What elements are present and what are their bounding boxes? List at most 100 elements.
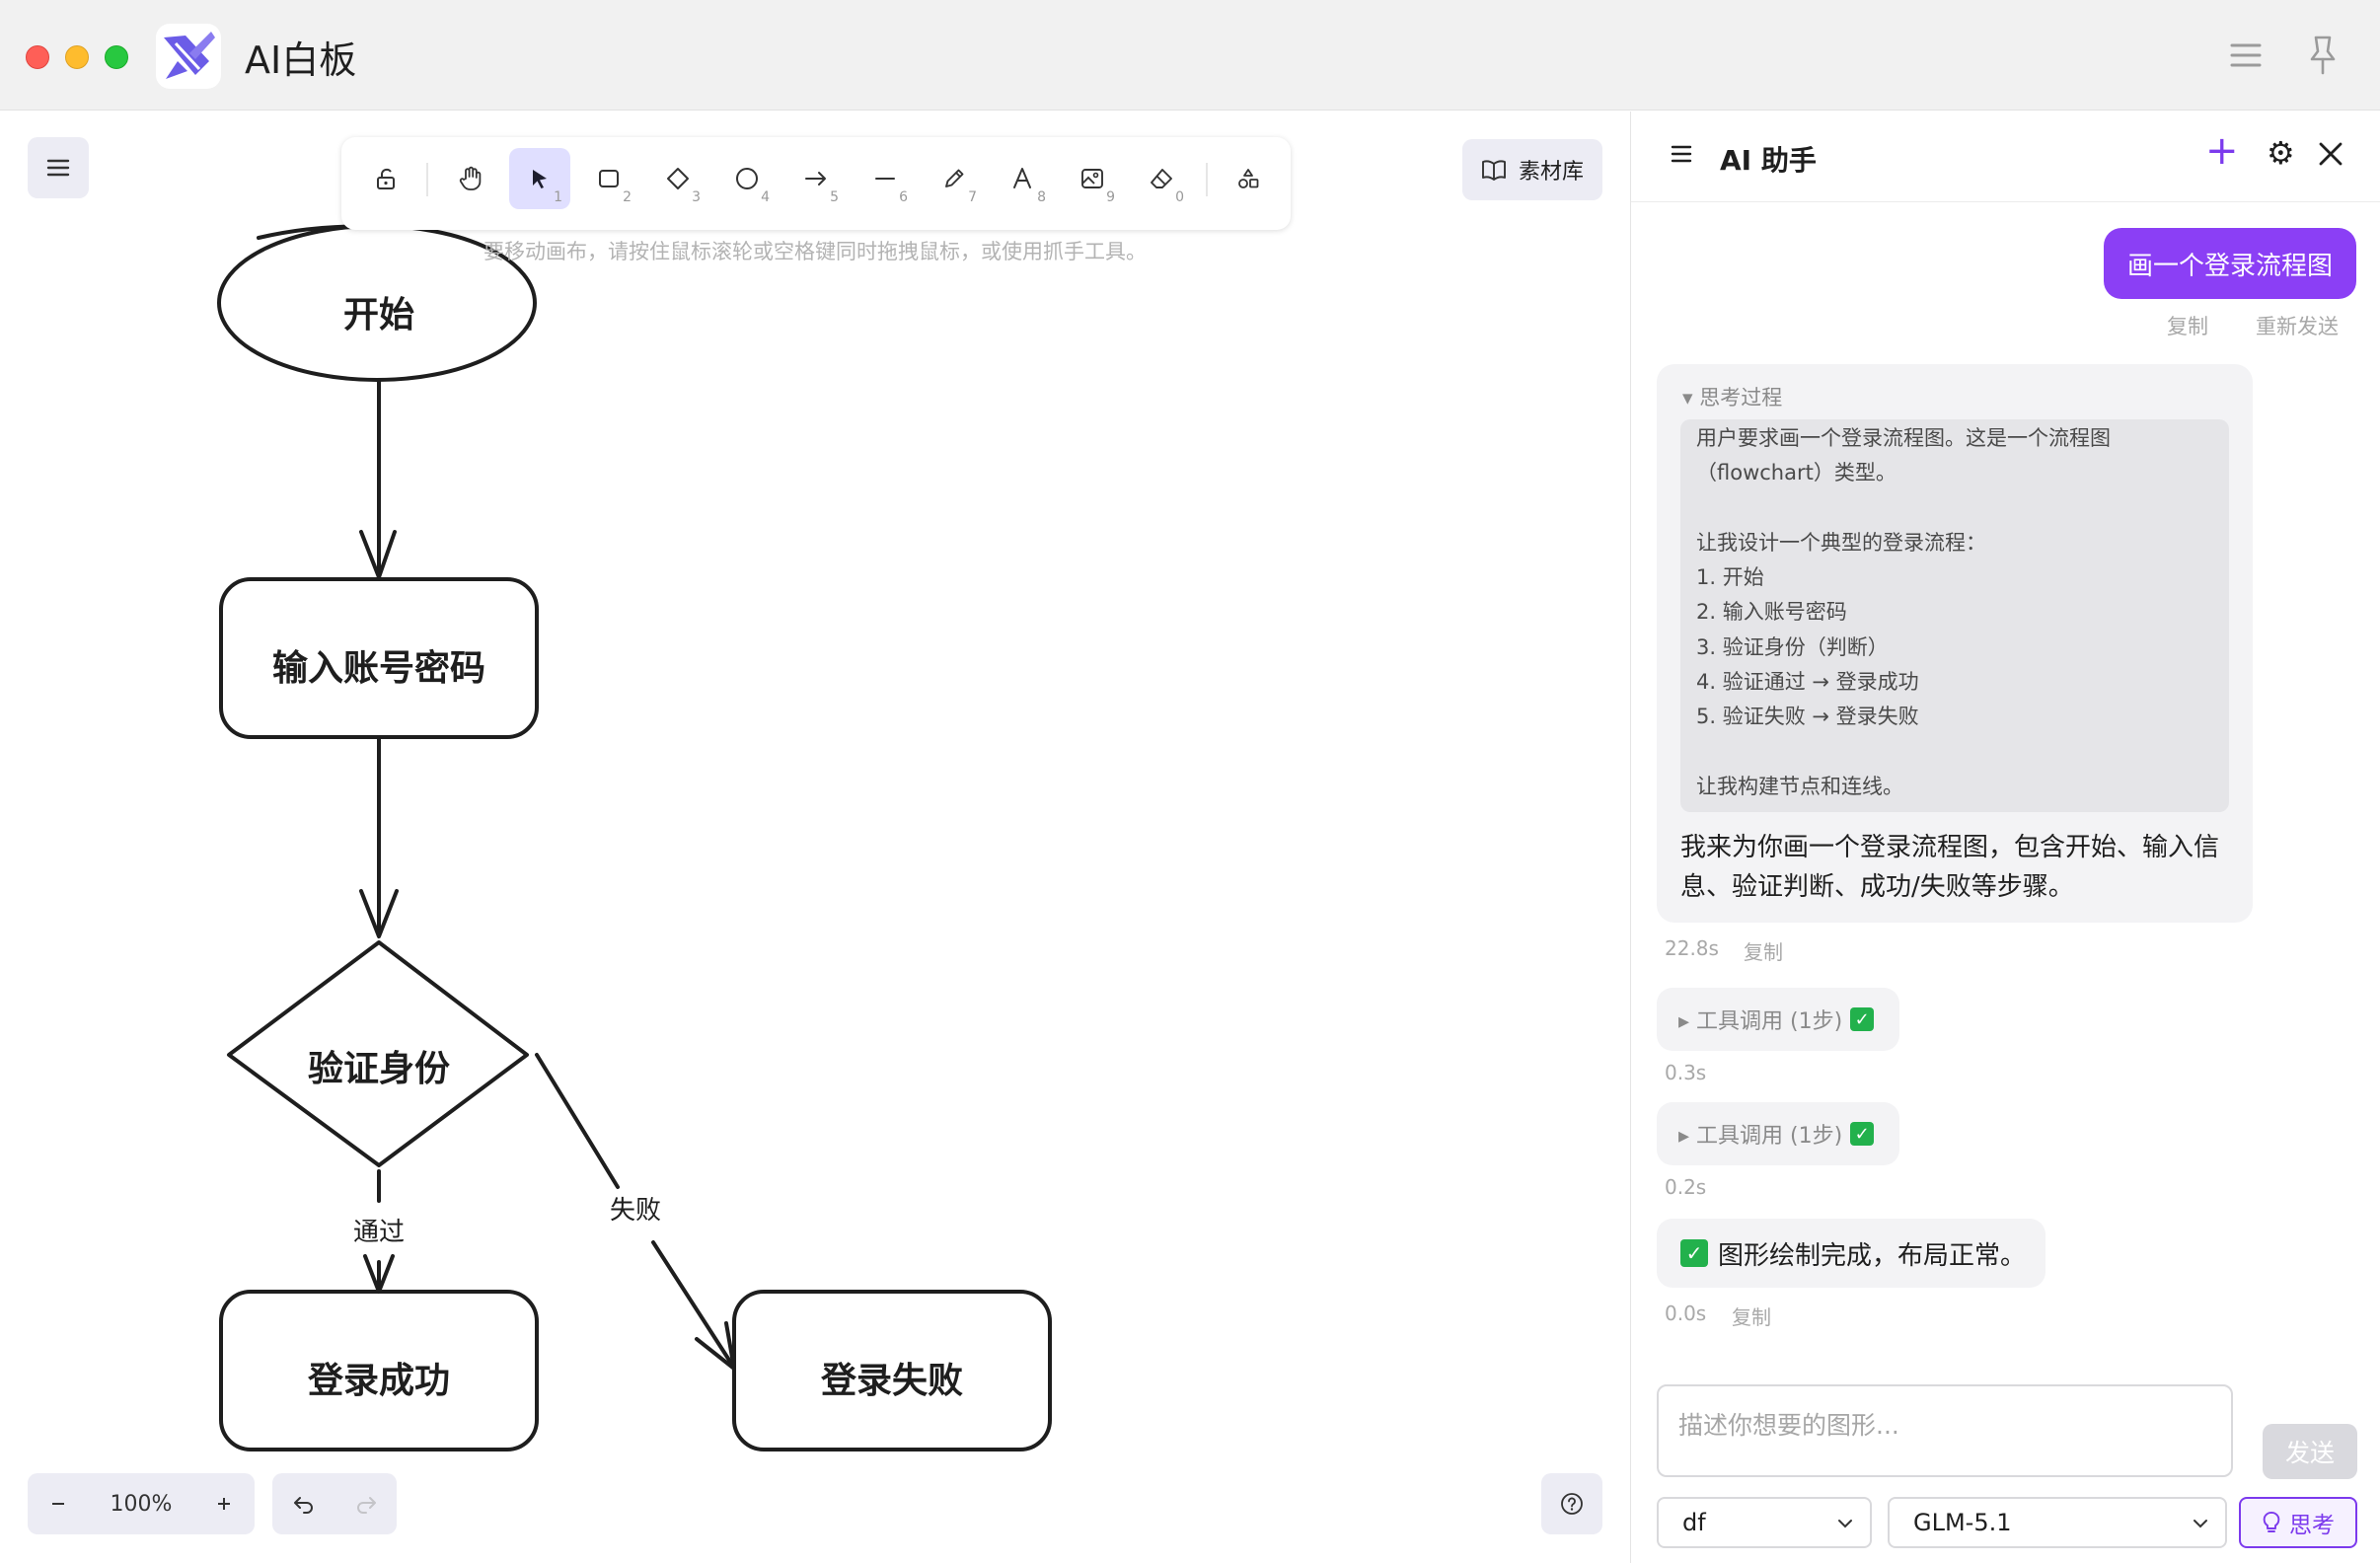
pencil-icon [945, 169, 964, 187]
pin-icon[interactable] [2303, 34, 2343, 77]
panel-title: AI 助手 [1720, 144, 1817, 177]
panel-menu-icon[interactable] [1671, 144, 1692, 168]
text-tool-button[interactable]: 8 [993, 148, 1054, 209]
maximize-window-button[interactable] [105, 45, 128, 69]
diamond-tool-button[interactable]: 3 [647, 148, 708, 209]
thinking-line: 3. 验证身份（判断） [1696, 634, 1889, 659]
chevron-down-icon [2194, 1520, 2207, 1528]
help-button[interactable] [1541, 1473, 1602, 1534]
zoom-out-button[interactable] [28, 1473, 89, 1534]
thinking-line: 5. 验证失败 → 登录失败 [1696, 705, 1919, 729]
arrow-tool-button[interactable]: 5 [785, 148, 847, 209]
selection-tool-button[interactable]: 1 [509, 148, 570, 209]
window-title: AI白板 [245, 38, 357, 82]
hand-tool-button[interactable] [440, 148, 501, 209]
image-tool-button[interactable]: 9 [1062, 148, 1123, 209]
ellipse-icon [736, 168, 758, 189]
whiteboard-canvas[interactable]: 开始 输入账号密码 验证身份 登录成功 登录失败 通过 失败 [0, 112, 1630, 1563]
provider-value: df [1682, 1509, 1706, 1536]
rectangle-tool-button[interactable]: 2 [578, 148, 639, 209]
arrow-icon [805, 172, 826, 186]
tool-call-2-duration: 0.2s [1665, 1175, 1707, 1199]
image-icon [1081, 169, 1103, 188]
node-input-label: 输入账号密码 [272, 647, 485, 689]
redo-button[interactable] [335, 1473, 397, 1534]
model-select[interactable]: GLM-5.1 [1888, 1497, 2227, 1548]
draw-tool-button[interactable]: 7 [924, 148, 985, 209]
library-button[interactable]: 素材库 [1462, 139, 1602, 200]
resend-button[interactable]: 重新发送 [2256, 315, 2339, 338]
ai-assistant-panel: AI 助手 + ⚙ 画一个登录流程图 复制 重新发送 ▾ 思考过程 用户要求画一… [1630, 112, 2380, 1563]
canvas-menu-button[interactable] [28, 137, 89, 198]
thinking-line: （flowchart）类型。 [1696, 461, 1897, 485]
rectangle-icon [599, 170, 619, 187]
tool-call-2-label: ▸ 工具调用 (1步) [1678, 1124, 1843, 1149]
tool-call-2[interactable]: ▸ 工具调用 (1步) ✓ [1657, 1102, 1899, 1165]
shapes-icon [1238, 169, 1259, 188]
hand-icon [459, 166, 482, 190]
check-icon: ✓ [1850, 1122, 1875, 1146]
minimize-window-button[interactable] [65, 45, 89, 69]
ellipse-tool-button[interactable]: 4 [716, 148, 778, 209]
prompt-input[interactable]: 描述你想要的图形... [1657, 1384, 2233, 1477]
think-label: 思考 [2289, 1513, 2335, 1538]
pointer-icon [533, 170, 547, 188]
lock-tool-button[interactable] [355, 148, 416, 209]
model-value: GLM-5.1 [1913, 1509, 2012, 1536]
provider-select[interactable]: df [1657, 1497, 1872, 1548]
thinking-line: 4. 验证通过 → 登录成功 [1696, 670, 1919, 695]
thinking-content: 用户要求画一个登录流程图。这是一个流程图 （flowchart）类型。 让我设计… [1680, 419, 2229, 812]
thinking-line [1696, 735, 2213, 770]
diamond-icon [667, 168, 689, 189]
node-fail-label: 登录失败 [820, 1361, 963, 1401]
history-controls [272, 1473, 397, 1534]
thinking-line: 1. 开始 [1696, 565, 1764, 590]
node-success-label: 登录成功 [307, 1361, 450, 1401]
tool-call-1[interactable]: ▸ 工具调用 (1步) ✓ [1657, 988, 1899, 1051]
completion-duration: 0.0s [1665, 1302, 1707, 1325]
unlock-icon [377, 168, 395, 189]
canvas-hint: 要移动画布，请按住鼠标滚轮或空格键同时拖拽鼠标，或使用抓手工具。 [483, 240, 1147, 263]
ai-reply-bubble: ▾ 思考过程 用户要求画一个登录流程图。这是一个流程图 （flowchart）类… [1657, 364, 2253, 923]
new-chat-icon[interactable]: + [2205, 128, 2239, 174]
node-success [219, 1290, 539, 1451]
copy-user-message-button[interactable]: 复制 [2167, 315, 2208, 338]
user-message-bubble: 画一个登录流程图 [2103, 228, 2356, 299]
line-tool-button[interactable]: 6 [855, 148, 916, 209]
ai-reply-text: 我来为你画一个登录流程图，包含开始、输入信息、验证判断、成功/失败等步骤。 [1680, 833, 2220, 902]
think-toggle-button[interactable]: 思考 [2239, 1497, 2357, 1548]
window-menu-icon[interactable] [2228, 37, 2264, 73]
thinking-line: 让我设计一个典型的登录流程： [1696, 530, 1986, 555]
user-message-actions: 复制 重新发送 [2167, 311, 2339, 340]
settings-gear-icon[interactable]: ⚙ [2267, 134, 2295, 172]
library-label: 素材库 [1518, 160, 1584, 185]
send-button[interactable]: 发送 [2263, 1424, 2357, 1479]
help-icon [1561, 1493, 1583, 1515]
flowchart[interactable]: 开始 输入账号密码 验证身份 登录成功 登录失败 通过 失败 [0, 112, 1630, 1563]
undo-button[interactable] [272, 1473, 335, 1534]
check-icon: ✓ [1850, 1007, 1875, 1031]
copy-reply-button[interactable]: 复制 [1744, 940, 1783, 964]
thinking-line [1696, 491, 2213, 526]
close-window-button[interactable] [26, 45, 49, 69]
node-verify [227, 940, 529, 1167]
book-open-icon [1482, 160, 1506, 181]
tool-call-1-label: ▸ 工具调用 (1步) [1678, 1009, 1843, 1034]
plus-icon [218, 1498, 230, 1510]
line-icon [875, 178, 895, 180]
extra-tools-button[interactable] [1218, 148, 1279, 209]
undo-icon [293, 1497, 313, 1514]
eraser-tool-button[interactable]: 0 [1131, 148, 1192, 209]
completion-message: ✓ 图形绘制完成，布局正常。 [1657, 1219, 2045, 1288]
copy-completion-button[interactable]: 复制 [1732, 1305, 1771, 1329]
text-icon [1013, 168, 1031, 188]
completion-text: 图形绘制完成，布局正常。 [1718, 1240, 2027, 1271]
close-panel-icon[interactable] [2316, 139, 2345, 173]
node-start-label: 开始 [343, 295, 414, 335]
panel-header: AI 助手 + ⚙ [1631, 112, 2380, 202]
thinking-toggle[interactable]: ▾ 思考过程 [1682, 386, 1783, 409]
zoom-level[interactable]: 100% [110, 1491, 173, 1517]
node-verify-label: 验证身份 [308, 1049, 450, 1089]
edge-pass-label: 通过 [353, 1218, 405, 1247]
zoom-in-button[interactable] [193, 1473, 255, 1534]
